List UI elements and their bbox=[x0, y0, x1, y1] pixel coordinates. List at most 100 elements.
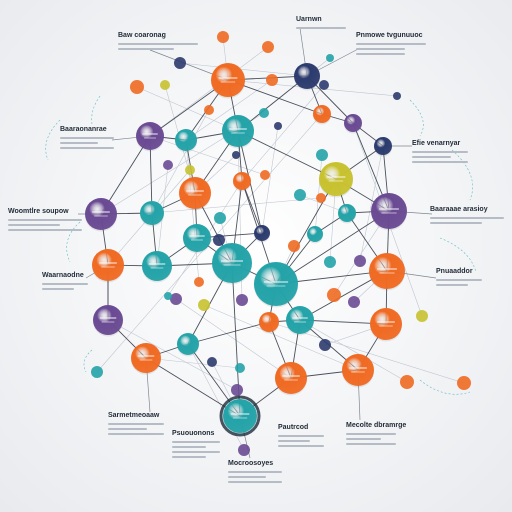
annotation-rule bbox=[278, 440, 311, 442]
annotation-right-lower: Pnuaaddor bbox=[436, 268, 482, 286]
annotation-rule bbox=[356, 48, 405, 50]
link-faint bbox=[261, 125, 279, 234]
node bbox=[233, 172, 251, 190]
annotation-left-lower: Waarnaodne bbox=[42, 272, 88, 290]
graph-link bbox=[241, 180, 263, 234]
node-minor bbox=[316, 149, 328, 161]
annotation-rule bbox=[118, 43, 198, 45]
annotation-rule bbox=[42, 283, 88, 285]
annotation-right-middle: Baaraaae arasioy bbox=[430, 206, 504, 224]
background-links bbox=[45, 36, 477, 451]
annotation-text: Psuouonons bbox=[172, 430, 215, 437]
link-faint bbox=[227, 79, 398, 97]
node bbox=[275, 362, 307, 394]
annotation-rule bbox=[228, 476, 266, 478]
annotation-rule bbox=[60, 147, 114, 149]
annotation-left-upper: Baaraonanrae bbox=[60, 126, 114, 149]
node bbox=[259, 312, 279, 332]
annotation-rule bbox=[60, 142, 98, 144]
node-minor bbox=[231, 384, 243, 396]
node bbox=[374, 137, 392, 155]
annotation-top-center: Uarnwn bbox=[296, 16, 346, 29]
link-faint bbox=[241, 84, 325, 182]
annotation-right-upper: Efie venarnyar bbox=[412, 140, 468, 163]
link-faint bbox=[175, 298, 292, 379]
link-curve bbox=[45, 119, 61, 161]
graph-links bbox=[78, 27, 437, 459]
link-faint bbox=[151, 197, 322, 214]
node bbox=[140, 201, 164, 225]
node bbox=[319, 162, 353, 196]
annotation-rule bbox=[412, 151, 468, 153]
link-faint bbox=[145, 357, 241, 369]
annotation-rule bbox=[8, 229, 82, 231]
node-minor bbox=[235, 363, 245, 373]
node bbox=[142, 251, 172, 281]
node bbox=[222, 115, 254, 147]
node bbox=[93, 305, 123, 335]
annotation-rule bbox=[346, 443, 396, 445]
node-minor bbox=[163, 160, 173, 170]
annotation-rule bbox=[60, 137, 114, 139]
annotation-text: Pnuaaddor bbox=[436, 268, 473, 275]
node bbox=[342, 354, 374, 386]
link-curve bbox=[409, 99, 424, 137]
link-faint bbox=[151, 109, 210, 214]
link-faint bbox=[179, 62, 308, 77]
node-minor bbox=[91, 366, 103, 378]
annotation-text: Mocroosoyes bbox=[228, 460, 274, 467]
node bbox=[313, 105, 331, 123]
annotation-rule bbox=[430, 222, 482, 224]
link-faint bbox=[107, 319, 238, 391]
node-ring bbox=[219, 395, 261, 437]
annotation-rule bbox=[118, 48, 174, 50]
link-faint bbox=[359, 145, 384, 262]
node bbox=[369, 253, 405, 289]
node bbox=[175, 129, 197, 151]
node-minor bbox=[232, 151, 240, 159]
annotation-rule bbox=[172, 446, 206, 448]
node-minor bbox=[457, 376, 471, 390]
annotation-top-left: Baw coaronag bbox=[118, 32, 198, 50]
node bbox=[223, 399, 257, 433]
annotation-text: Mecolte dbramrge bbox=[346, 422, 407, 429]
node-minor bbox=[324, 256, 336, 268]
annotation-text: Uarnwn bbox=[296, 16, 322, 23]
link-curve bbox=[83, 349, 93, 373]
node-minor bbox=[174, 57, 186, 69]
annotation-rule bbox=[8, 224, 60, 226]
annotation-text: Baaraonanrae bbox=[60, 126, 107, 133]
annotation-rule bbox=[108, 433, 164, 435]
node bbox=[177, 333, 199, 355]
link-curve bbox=[451, 149, 473, 201]
annotation-rule bbox=[430, 217, 504, 219]
node bbox=[286, 306, 314, 334]
annotation-text: Pnmowe tvgunuuoc bbox=[356, 32, 423, 39]
graph-link bbox=[275, 210, 390, 285]
link-curve bbox=[66, 221, 81, 263]
link-faint bbox=[149, 135, 266, 176]
node bbox=[85, 198, 117, 230]
node bbox=[211, 63, 245, 97]
node bbox=[212, 243, 252, 283]
node bbox=[371, 193, 407, 229]
node-minor bbox=[160, 80, 170, 90]
link-faint bbox=[299, 319, 408, 383]
annotation-bottom-left: Sarmetmeoaaw bbox=[108, 412, 164, 435]
annotation-rule bbox=[436, 284, 469, 286]
node bbox=[183, 224, 211, 252]
annotation-rule bbox=[42, 288, 75, 290]
graph-link bbox=[237, 130, 337, 180]
node-minor bbox=[236, 294, 248, 306]
node-minor bbox=[217, 31, 229, 43]
node-minor bbox=[260, 170, 270, 180]
annotation-rule bbox=[436, 279, 482, 281]
annotation-text: Waarnaodne bbox=[42, 272, 84, 279]
node-minor bbox=[214, 212, 226, 224]
annotation-rule bbox=[108, 428, 148, 430]
annotation-rule bbox=[228, 481, 282, 483]
annotation-rule bbox=[412, 156, 452, 158]
node-minor bbox=[354, 255, 366, 267]
minor-nodes bbox=[91, 31, 471, 456]
node-minor bbox=[316, 193, 326, 203]
